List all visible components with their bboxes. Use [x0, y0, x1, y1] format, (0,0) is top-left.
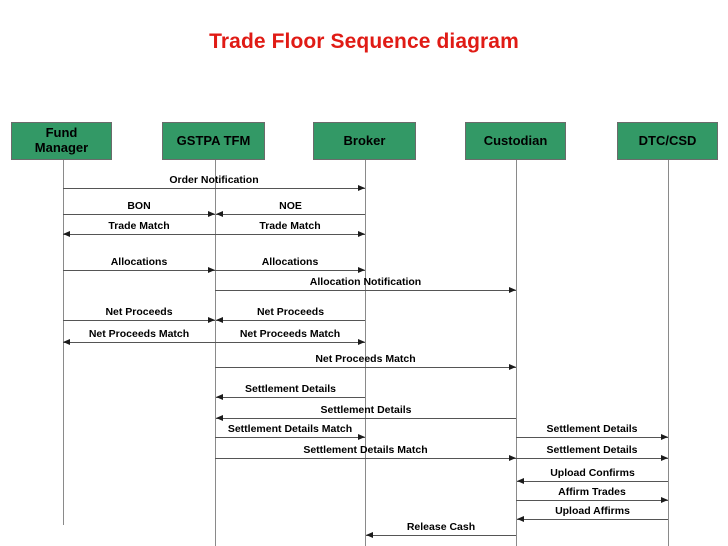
lifeline-broker	[365, 160, 366, 546]
arrowhead-upload-affirms	[517, 516, 524, 522]
arrowhead-noe	[216, 211, 223, 217]
arrowhead-allocation-notification	[509, 287, 516, 293]
message-label-trade-match-fm: Trade Match	[108, 220, 170, 232]
arrowhead-order-notification	[358, 185, 365, 191]
arrowhead-release-cash	[366, 532, 373, 538]
actor-label: Fund Manager	[34, 125, 89, 155]
lifeline-gstpa-tfm	[215, 160, 216, 546]
message-label-settlement-details-broker-gstpa: Settlement Details	[244, 383, 337, 395]
arrowhead-net-proceeds-match-broker	[358, 339, 365, 345]
message-arrow-allocations-broker	[215, 270, 365, 271]
message-label-net-proceeds-match-broker: Net Proceeds Match	[239, 328, 341, 340]
arrowhead-net-proceeds-fm	[208, 317, 215, 323]
message-label-settlement-details-custodian-dtc-1: Settlement Details	[546, 423, 638, 435]
arrowhead-settlement-details-custodian-gstpa	[216, 415, 223, 421]
message-label-net-proceeds-fm: Net Proceeds	[105, 306, 173, 318]
actor-box-custodian[interactable]: Custodian	[465, 122, 566, 160]
message-label-allocations-broker: Allocations	[261, 256, 319, 268]
message-label-trade-match-broker: Trade Match	[259, 220, 321, 232]
arrowhead-affirm-trades	[661, 497, 668, 503]
actor-box-dtc-csd[interactable]: DTC/CSD	[617, 122, 718, 160]
message-arrow-net-proceeds-match-custodian	[215, 367, 516, 368]
arrowhead-net-proceeds-match-fm	[63, 339, 70, 345]
page-title: Trade Floor Sequence diagram	[209, 30, 519, 53]
actor-label: DTC/CSD	[638, 132, 697, 148]
message-label-bon: BON	[127, 200, 151, 212]
message-label-affirm-trades: Affirm Trades	[558, 486, 626, 498]
arrowhead-net-proceeds-match-custodian	[509, 364, 516, 370]
arrowhead-upload-confirms	[517, 478, 524, 484]
message-arrow-settlement-details-custodian-dtc-2	[516, 458, 668, 459]
message-label-order-notification: Order Notification	[169, 174, 259, 186]
message-arrow-noe	[216, 214, 365, 215]
message-arrow-release-cash	[366, 535, 516, 536]
message-label-net-proceeds-broker: Net Proceeds	[256, 306, 325, 318]
message-arrow-settlement-details-custodian-gstpa	[216, 418, 516, 419]
arrowhead-trade-match-fm	[63, 231, 70, 237]
arrowhead-settlement-details-broker-gstpa	[216, 394, 223, 400]
actor-box-fund-manager[interactable]: Fund Manager	[11, 122, 112, 160]
message-arrow-settlement-details-match-custodian	[215, 458, 516, 459]
arrowhead-trade-match-broker	[358, 231, 365, 237]
message-arrow-allocations-fm	[63, 270, 215, 271]
message-label-allocation-notification: Allocation Notification	[309, 276, 422, 288]
message-arrow-order-notification	[63, 188, 365, 189]
actor-label: Custodian	[483, 132, 548, 148]
message-arrow-trade-match-broker	[215, 234, 365, 235]
message-label-settlement-details-custodian-gstpa: Settlement Details	[320, 404, 412, 416]
arrowhead-settlement-details-custodian-dtc-2	[661, 455, 668, 461]
actor-box-broker[interactable]: Broker	[313, 122, 416, 160]
message-label-net-proceeds-match-fm: Net Proceeds Match	[88, 328, 190, 340]
message-arrow-affirm-trades	[516, 500, 668, 501]
message-arrow-settlement-details-custodian-dtc-1	[516, 437, 668, 438]
message-label-net-proceeds-match-custodian: Net Proceeds Match	[315, 353, 416, 365]
lifeline-dtc-csd	[668, 160, 669, 546]
message-arrow-upload-affirms	[517, 519, 668, 520]
arrowhead-settlement-details-match-custodian	[509, 455, 516, 461]
message-label-settlement-details-match-custodian: Settlement Details Match	[303, 444, 428, 456]
message-arrow-allocation-notification	[215, 290, 516, 291]
message-arrow-net-proceeds-fm	[63, 320, 215, 321]
arrowhead-settlement-details-match-broker	[358, 434, 365, 440]
actor-label: Broker	[343, 132, 386, 148]
message-arrow-net-proceeds-broker	[216, 320, 365, 321]
arrowhead-settlement-details-custodian-dtc-1	[661, 434, 668, 440]
actor-box-gstpa-tfm[interactable]: GSTPA TFM	[162, 122, 265, 160]
arrowhead-allocations-broker	[358, 267, 365, 273]
message-label-settlement-details-custodian-dtc-2: Settlement Details	[546, 444, 638, 456]
message-label-upload-affirms: Upload Affirms	[555, 505, 630, 517]
message-arrow-settlement-details-broker-gstpa	[216, 397, 365, 398]
message-arrow-net-proceeds-match-broker	[215, 342, 365, 343]
message-label-settlement-details-match-broker: Settlement Details Match	[227, 423, 353, 435]
message-arrow-settlement-details-match-broker	[215, 437, 365, 438]
message-arrow-bon	[63, 214, 215, 215]
message-arrow-trade-match-fm	[63, 234, 215, 235]
arrowhead-allocations-fm	[208, 267, 215, 273]
arrowhead-net-proceeds-broker	[216, 317, 223, 323]
arrowhead-bon	[208, 211, 215, 217]
lifeline-custodian	[516, 160, 517, 546]
message-label-upload-confirms: Upload Confirms	[550, 467, 635, 479]
message-label-noe: NOE	[279, 200, 302, 212]
actor-label: GSTPA TFM	[176, 132, 251, 148]
message-label-allocations-fm: Allocations	[110, 256, 168, 268]
message-label-release-cash: Release Cash	[406, 521, 476, 533]
message-arrow-net-proceeds-match-fm	[63, 342, 215, 343]
message-arrow-upload-confirms	[517, 481, 668, 482]
